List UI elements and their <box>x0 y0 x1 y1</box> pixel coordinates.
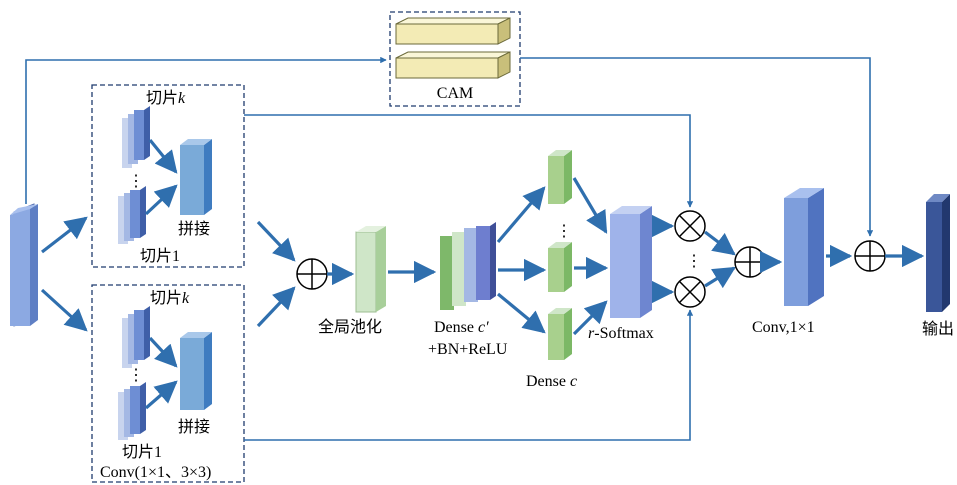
dense-c-block-top <box>548 150 572 204</box>
global-pool-label: 全局池化 <box>318 318 382 336</box>
dense-c-dots: ⋮ <box>556 223 572 240</box>
conv11-label: Conv,1×1 <box>752 319 815 336</box>
bottom-slice-k-stack <box>122 306 150 368</box>
dense-to-c-bottom-arrow <box>496 292 546 334</box>
top-branch-skip-line <box>244 114 694 208</box>
bottom-slice-1-to-concat-arrow <box>144 380 178 410</box>
dense-cprime-block <box>440 222 496 310</box>
top-slice-k-stack <box>122 106 150 168</box>
bottom-slice-dots: ⋮ <box>128 367 144 384</box>
input-to-cam-line <box>25 56 387 204</box>
sum3-operator-icon <box>854 240 886 272</box>
dense-c-block-mid <box>548 242 572 292</box>
dense-to-c-top-arrow <box>496 186 546 244</box>
top-slice-1-stack <box>118 186 146 244</box>
top-slice-dots: ⋮ <box>128 173 144 190</box>
cam-block-top <box>395 17 511 45</box>
top-concat-block <box>180 139 212 215</box>
bottom-concat-label: 拼接 <box>178 418 210 436</box>
multiply-dots: ⋮ <box>686 253 702 270</box>
input-feature-block <box>10 203 38 327</box>
dense-c-block-bottom <box>548 308 572 360</box>
cam-block-bottom <box>395 51 511 79</box>
c-top-to-softmax-arrow <box>572 177 608 234</box>
bottom-concat-block <box>180 332 212 410</box>
output-block <box>926 194 950 312</box>
multiply-bottom-icon <box>674 276 706 308</box>
bottom-branch-box <box>91 284 245 483</box>
top-branch-to-sum-arrow <box>256 220 296 262</box>
softmax-label: r-Softmax <box>588 325 654 342</box>
bottom-slice-k-to-concat-arrow <box>148 336 178 368</box>
output-label: 输出 <box>922 320 954 338</box>
top-branch-box <box>91 84 245 268</box>
mult-top-to-sum2-arrow <box>704 230 736 256</box>
conv11-block <box>784 188 824 306</box>
top-slice-k-label: 切片k <box>146 89 186 107</box>
dense-c-label: Dense c <box>526 373 577 390</box>
bn-relu-label: +BN+ReLU <box>428 341 508 358</box>
top-slice-1-label: 切片1 <box>140 247 180 265</box>
conv-group-label: Conv(1×1、3×3) <box>100 464 211 481</box>
c-bottom-to-softmax-arrow <box>572 300 608 336</box>
dense-cprime-label: Dense c′ <box>434 319 489 336</box>
cam-to-final-sum-line <box>520 57 874 237</box>
bottom-slice-1-label: 切片1 <box>122 443 162 461</box>
softmax-block <box>610 206 652 318</box>
global-pool-block <box>355 226 386 313</box>
bottom-slice-k-label: 切片k <box>150 289 190 307</box>
top-slice-k-to-concat-arrow <box>148 138 178 174</box>
top-slice-1-to-concat-arrow <box>144 184 178 216</box>
input-to-top-branch-arrow <box>41 216 88 254</box>
cam-label: CAM <box>437 85 473 102</box>
bottom-slice-1-stack <box>118 382 146 440</box>
cam-box <box>389 11 521 107</box>
sum2-operator-icon <box>734 246 766 278</box>
bottom-branch-to-sum-arrow <box>256 286 296 328</box>
bottom-branch-skip-line <box>244 309 694 441</box>
sum-operator-icon <box>296 258 328 290</box>
input-to-bottom-branch-arrow <box>40 288 88 332</box>
mult-bottom-to-sum2-arrow <box>704 266 736 289</box>
top-concat-label: 拼接 <box>178 220 210 238</box>
multiply-top-icon <box>674 210 706 242</box>
